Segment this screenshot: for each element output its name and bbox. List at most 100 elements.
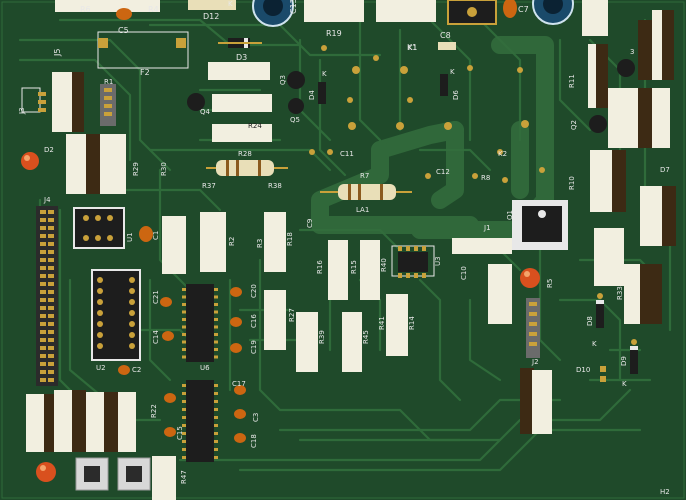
r-block-mid	[212, 124, 272, 142]
pin	[182, 432, 186, 435]
pin	[40, 330, 46, 334]
pin	[182, 310, 186, 314]
label-r15: R15	[350, 260, 358, 274]
label-c11: C11	[340, 150, 354, 158]
pin	[214, 424, 218, 427]
r6-r4-block	[55, 0, 160, 12]
j4-pins	[40, 210, 54, 382]
label-j1: J1	[483, 224, 491, 232]
u2-pads	[97, 277, 135, 349]
d2-led-shine	[24, 155, 30, 161]
right-res-block-d7	[640, 186, 664, 246]
label-d9: D9	[620, 356, 628, 366]
right-res-r33-a	[594, 228, 624, 286]
pin	[40, 378, 46, 382]
bottom-led	[36, 462, 56, 482]
pin	[129, 343, 135, 349]
label-r5: R5	[546, 279, 554, 288]
right-res-mid-3	[652, 88, 670, 148]
label-k-relay: K1	[407, 43, 417, 52]
label-c21: C21	[152, 290, 160, 304]
pin	[48, 306, 54, 310]
label-j3: J3	[18, 107, 26, 115]
pin	[40, 274, 46, 278]
r24-block	[212, 94, 272, 112]
label-q3: Q3	[279, 75, 287, 85]
pin	[214, 310, 218, 314]
pin	[97, 321, 103, 327]
pin	[48, 234, 54, 238]
right-lower-res-b	[532, 370, 552, 434]
ic-lower-pins	[182, 384, 218, 459]
r-block-left-2b	[200, 212, 226, 272]
r10-dark	[612, 150, 626, 212]
left-res-block-1-dark	[72, 72, 84, 132]
pin	[48, 338, 54, 342]
label-c18: C18	[250, 434, 258, 448]
right-res-r33-c	[640, 264, 662, 324]
pin	[182, 355, 186, 359]
pin	[40, 266, 46, 270]
u1-pads	[83, 215, 113, 241]
pin	[182, 333, 186, 336]
label-r39: R39	[318, 330, 326, 344]
pin	[182, 400, 186, 403]
r3-block	[264, 212, 286, 272]
u3-chip	[398, 252, 428, 272]
r10-block	[590, 150, 612, 212]
pin	[129, 277, 135, 283]
bottom-led-shine	[40, 465, 46, 471]
label-c20: C20	[250, 284, 258, 298]
label-j2: J2	[531, 358, 539, 366]
c7-capacitor	[503, 0, 517, 18]
label-u6: U6	[200, 364, 210, 372]
label-r28: R28	[238, 150, 252, 158]
label-c9: C9	[306, 219, 314, 228]
q4-transistor	[187, 93, 205, 111]
label-la1: LA1	[356, 206, 369, 214]
pin	[48, 346, 54, 350]
pin	[214, 288, 218, 291]
pin	[97, 343, 103, 349]
relay-pads	[309, 45, 545, 183]
pin	[129, 288, 135, 294]
right-res-block-d7-dark	[662, 186, 676, 246]
label-j5: J5	[53, 49, 62, 57]
label-c3: C3	[252, 413, 260, 422]
r5-block	[488, 264, 512, 324]
pin	[182, 325, 186, 329]
label-c14: C14	[152, 330, 160, 344]
label-c13: C13	[289, 0, 298, 14]
electrolytic-top-left-inner	[263, 0, 283, 16]
pin	[97, 277, 103, 283]
top-right-res-3	[662, 10, 674, 80]
label-d4: D4	[308, 90, 316, 100]
pin	[40, 234, 46, 238]
label-r7: R7	[360, 172, 369, 180]
pin	[40, 314, 46, 318]
q2-transistor	[589, 115, 607, 133]
r1-header-pins	[104, 88, 112, 116]
pin	[48, 226, 54, 230]
label-d2: D2	[44, 146, 54, 154]
r28-body	[216, 160, 274, 176]
left-res-block-1	[52, 72, 72, 132]
pin	[48, 282, 54, 286]
pin	[182, 416, 186, 419]
pin	[48, 242, 54, 246]
u3-pads	[398, 246, 426, 278]
label-c2: C2	[132, 366, 141, 374]
label-d12: D12	[203, 12, 219, 21]
pin	[40, 298, 46, 302]
r45-block	[342, 312, 362, 372]
pin	[48, 330, 54, 334]
d8-pad	[597, 293, 603, 299]
label-r6: R6	[80, 5, 91, 14]
label-d3: D3	[236, 53, 247, 62]
pin	[129, 332, 135, 338]
f2-fuse-holder	[97, 31, 189, 69]
bottom-left-res-3	[54, 390, 72, 452]
pin	[48, 210, 54, 214]
electrolytic-top-right-inner	[543, 0, 563, 14]
